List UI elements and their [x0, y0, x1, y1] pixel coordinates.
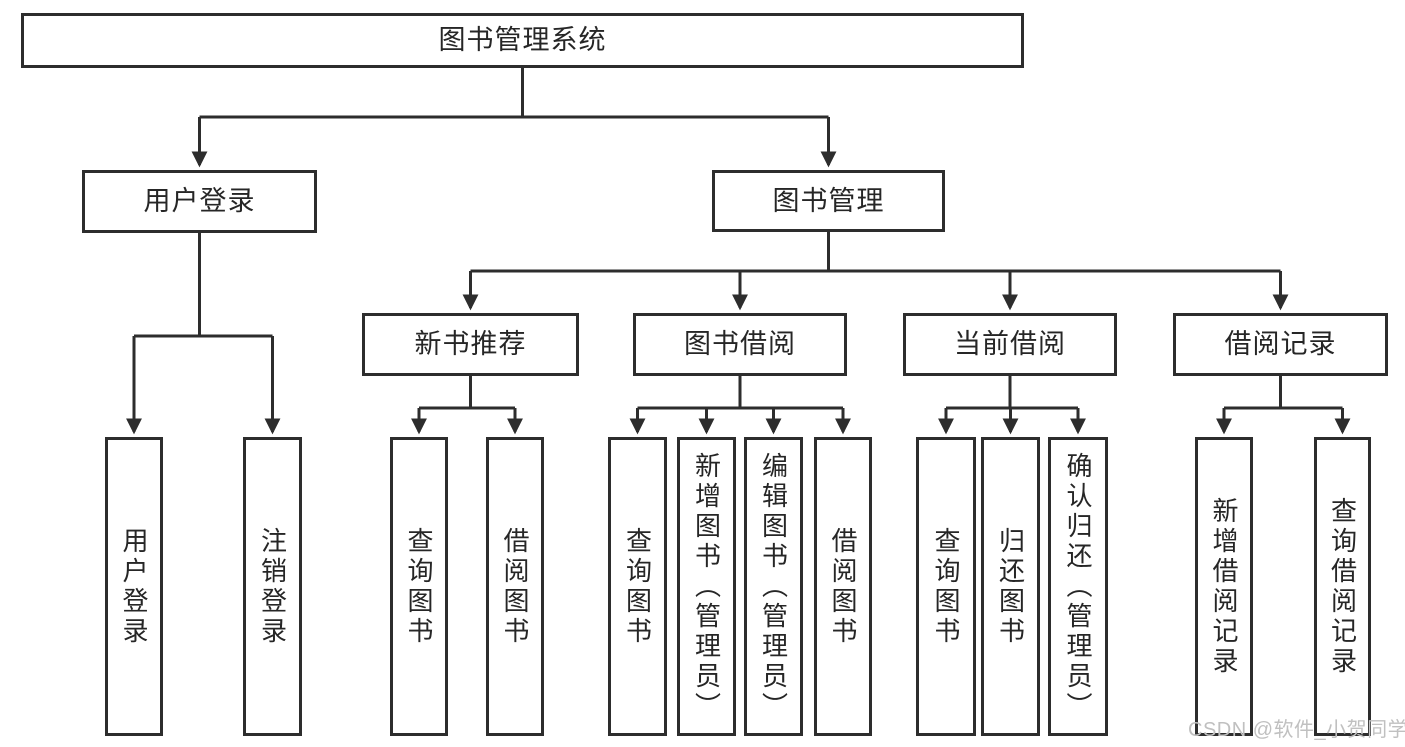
leaf-logout: 注销登录	[243, 437, 302, 736]
leaf-edit-books-admin: 编辑图书（管理员）	[744, 437, 803, 736]
leaf-return-books: 归还图书	[981, 437, 1040, 736]
leaf-borrow-books-borrowing: 借阅图书	[814, 437, 872, 736]
node-new-book-recommend: 新书推荐	[362, 313, 579, 376]
leaf-borrow-books-recommend: 借阅图书	[486, 437, 544, 736]
csdn-watermark: CSDN @软件_小贺同学	[1188, 719, 1405, 741]
leaf-query-borrow-record: 查询借阅记录	[1314, 437, 1371, 736]
leaf-query-books-recommend: 查询图书	[390, 437, 448, 736]
node-library-management-system: 图书管理系统	[21, 13, 1024, 68]
node-book-management: 图书管理	[712, 170, 945, 232]
leaf-user-login: 用户登录	[105, 437, 163, 736]
node-current-borrowing: 当前借阅	[903, 313, 1117, 376]
leaf-query-books-borrowing: 查询图书	[608, 437, 667, 736]
node-user-login: 用户登录	[82, 170, 317, 233]
node-borrow-records: 借阅记录	[1173, 313, 1388, 376]
connector-group-root	[126, 68, 1351, 435]
leaf-add-books-admin: 新增图书（管理员）	[677, 437, 736, 736]
leaf-add-borrow-record: 新增借阅记录	[1195, 437, 1253, 736]
node-book-borrowing: 图书借阅	[633, 313, 847, 376]
leaf-query-books-current: 查询图书	[916, 437, 976, 736]
leaf-confirm-return-admin: 确认归还（管理员）	[1048, 437, 1108, 736]
